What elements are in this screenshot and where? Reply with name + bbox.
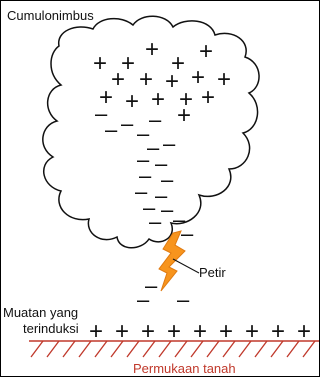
positive-charge: + <box>115 318 129 345</box>
positive-charge: + <box>245 318 259 345</box>
negative-charge: – <box>173 207 186 232</box>
positive-charge: + <box>193 318 207 345</box>
lightning-bolt <box>158 230 186 292</box>
cloud-negative-charges: – – – – – – – – – – – – – – – – – – <box>95 101 194 246</box>
positive-charge: + <box>141 318 155 345</box>
positive-charge: + <box>199 38 213 65</box>
negative-charge: – <box>145 273 158 298</box>
negative-charge: – <box>135 179 148 204</box>
ground-label: Permukaan tanah <box>133 361 236 376</box>
negative-charge: – <box>121 111 134 136</box>
negative-charge: – <box>137 147 150 172</box>
positive-charge: + <box>111 66 125 93</box>
positive-charge: + <box>217 66 231 93</box>
positive-charge: + <box>171 50 185 77</box>
lightning-label: Petir <box>199 265 226 280</box>
cumulonimbus-label: Cumulonimbus <box>7 8 94 23</box>
negative-charge: – <box>163 131 176 156</box>
negative-charge: – <box>155 183 168 208</box>
ground-positive-charges: + + + + + + + + + <box>89 318 311 345</box>
cumulonimbus-cloud <box>42 15 260 249</box>
positive-charge: + <box>125 88 139 115</box>
positive-charge: + <box>167 318 181 345</box>
positive-charge: + <box>179 86 193 113</box>
negative-charge: – <box>147 135 160 160</box>
positive-charge: + <box>219 318 233 345</box>
positive-charge: + <box>271 318 285 345</box>
negative-charge: – <box>139 163 152 188</box>
positive-charge: + <box>93 50 107 77</box>
negative-charge: – <box>181 221 194 246</box>
negative-charge: – <box>149 209 162 234</box>
positive-charge: + <box>201 84 215 111</box>
negative-charge: – <box>161 197 174 222</box>
positive-charge: + <box>99 84 113 111</box>
positive-charge: + <box>139 66 153 93</box>
negative-charge: – <box>177 287 190 312</box>
positive-charge: + <box>165 68 179 95</box>
ground-surface <box>29 340 319 358</box>
positive-charge: + <box>191 64 205 91</box>
negative-charge: – <box>105 117 118 142</box>
negative-charge: – <box>137 287 150 312</box>
positive-charge: + <box>145 36 159 63</box>
negative-charge: – <box>95 101 108 126</box>
negative-charge: – <box>155 151 168 176</box>
ground-hatching <box>30 340 316 358</box>
negative-charge: – <box>161 167 174 192</box>
positive-charge: + <box>121 50 135 77</box>
positive-charge: + <box>177 102 191 129</box>
negative-charge: – <box>137 121 150 146</box>
positive-charge: + <box>297 318 311 345</box>
leader-negative-charges: – – – <box>137 273 190 312</box>
negative-charge: – <box>143 195 156 220</box>
negative-charge: – <box>149 107 162 132</box>
positive-charge: + <box>151 86 165 113</box>
cloud-positive-charges: + + + + + + + + + + + + + + + + <box>93 36 231 129</box>
induced-charge-label-line1: Muatan yang <box>3 305 78 320</box>
induced-charge-label-line2: terinduksi <box>23 321 79 336</box>
lightning-pointer-line <box>172 258 200 274</box>
positive-charge: + <box>89 318 103 345</box>
